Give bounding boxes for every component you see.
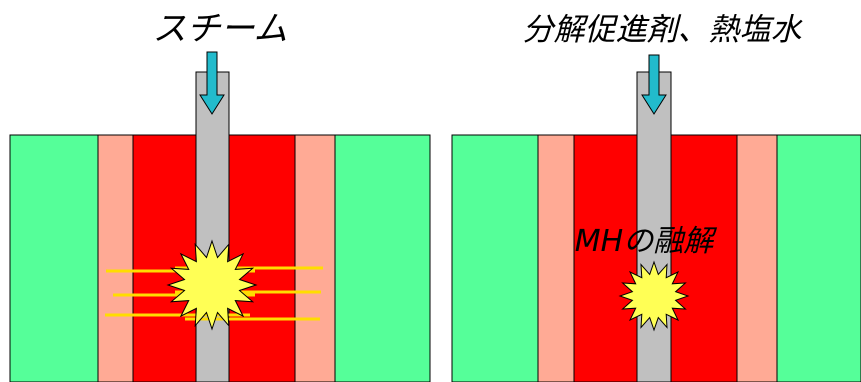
- right-outer-layer-right: [776, 134, 861, 382]
- down-arrow-icon: [199, 51, 225, 115]
- right-outer-layer-left: [451, 134, 539, 382]
- left-middle-layer-left: [97, 134, 134, 382]
- burst-icon: [618, 260, 690, 332]
- left-middle-layer-right: [294, 134, 336, 382]
- left-panel-label: スチーム: [153, 9, 288, 49]
- left-outer-layer-left: [9, 134, 99, 382]
- right-panel: MHの融解 分解促進剤、熱塩水: [451, 12, 861, 382]
- right-middle-layer-right: [736, 134, 778, 382]
- left-outer-layer-right: [334, 134, 431, 382]
- left-panel: スチーム: [9, 9, 431, 382]
- right-panel-label: 分解促進剤、熱塩水: [523, 12, 804, 48]
- right-middle-layer-left: [537, 134, 575, 382]
- burst-icon: [166, 239, 258, 331]
- left-injection-pipe: [195, 71, 230, 382]
- down-arrow-icon: [641, 54, 667, 115]
- right-panel-annotation: MHの融解: [575, 224, 717, 259]
